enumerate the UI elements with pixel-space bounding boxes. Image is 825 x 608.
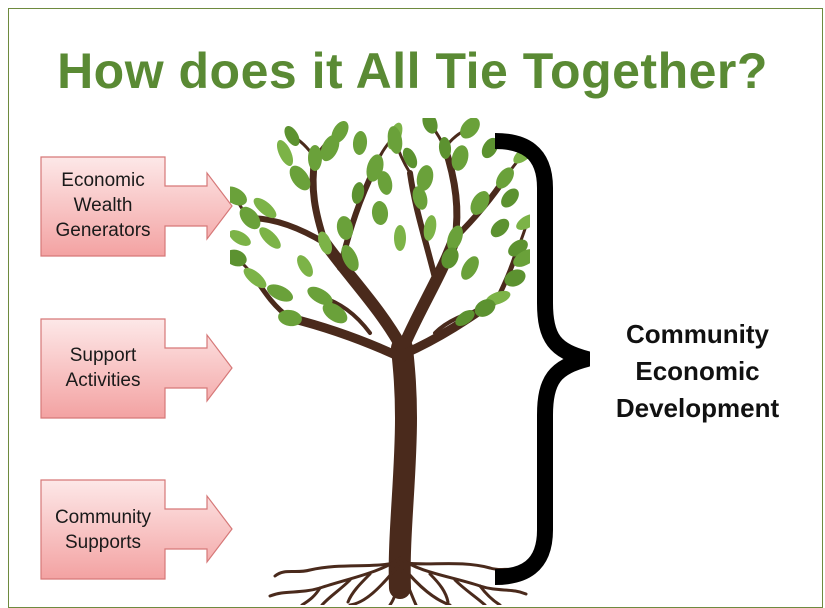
result-line: Development: [615, 393, 780, 423]
leaf-icon: [230, 230, 251, 246]
leaf-icon: [289, 165, 311, 191]
callout-line: Generators: [55, 220, 151, 241]
leaf-icon: [259, 227, 281, 249]
leaf-icon: [490, 218, 510, 238]
leaf-icon: [394, 225, 406, 251]
leaf-icon: [297, 255, 313, 277]
tree-icon: [230, 118, 530, 605]
callout-line: Community: [54, 507, 152, 528]
leaf-icon: [474, 299, 496, 317]
callout-support-activities: Support Activities: [40, 318, 234, 420]
leaf-icon: [308, 145, 322, 171]
leaf-icon: [470, 191, 490, 215]
leaf-icon: [516, 214, 530, 230]
leaf-icon: [387, 126, 403, 154]
callout-line: Activities: [65, 370, 141, 391]
leaf-icon: [322, 302, 348, 324]
leaf-icon: [320, 134, 340, 162]
callout-economic-wealth-generators: Economic Wealth Generators: [40, 156, 234, 258]
leaf-icon: [513, 249, 530, 267]
result-line: Community: [626, 319, 769, 349]
arrow-callout-shape: [40, 318, 233, 419]
arrow-callout-shape: [40, 156, 233, 257]
leaf-icon: [276, 140, 294, 166]
leaf-icon: [230, 186, 247, 206]
leaf-icon: [266, 284, 294, 302]
leaf-icon: [336, 216, 354, 240]
leaf-icon: [441, 247, 459, 269]
leaf-icon: [243, 267, 267, 289]
leaf-icon: [416, 165, 434, 191]
leaf-icon: [496, 167, 514, 189]
leaf-icon: [341, 244, 359, 272]
callout-community-supports: Community Supports: [40, 479, 234, 581]
right-curly-brace-icon: [495, 133, 590, 585]
callout-line: Support: [69, 345, 137, 366]
leaf-icon: [504, 269, 526, 287]
callout-line: Wealth: [73, 195, 133, 216]
leaf-icon: [239, 206, 261, 230]
leaf-icon: [481, 137, 499, 159]
leaf-icon: [422, 118, 438, 134]
leaf-icon: [438, 137, 452, 159]
page-title: How does it All Tie Together?: [57, 43, 768, 99]
leaf-icon: [377, 171, 393, 195]
leaf-icon: [318, 231, 332, 255]
arrow-callout-shape: [40, 479, 233, 580]
leaf-icon: [451, 145, 469, 171]
leaf-icon: [284, 126, 300, 146]
leaf-icon: [412, 186, 428, 210]
result-line: Economic: [635, 356, 760, 386]
callout-line: Economic: [61, 170, 145, 191]
leaf-icon: [307, 286, 333, 306]
leaf-icon: [230, 249, 247, 267]
leaf-icon: [501, 188, 519, 208]
leaf-icon: [460, 118, 480, 139]
leaf-icon: [278, 309, 302, 327]
leaf-icon: [455, 310, 475, 326]
leaf-icon: [423, 215, 437, 241]
leaf-icon: [371, 201, 389, 225]
callout-line: Supports: [64, 532, 142, 553]
leaf-icon: [402, 147, 418, 169]
leaf-icon: [351, 182, 365, 204]
community-economic-development-label: Community Economic Development: [590, 316, 805, 427]
leaf-icon: [253, 197, 277, 219]
leaf-icon: [352, 131, 368, 155]
leaf-icon: [461, 256, 479, 280]
leaf-icon: [447, 225, 463, 251]
